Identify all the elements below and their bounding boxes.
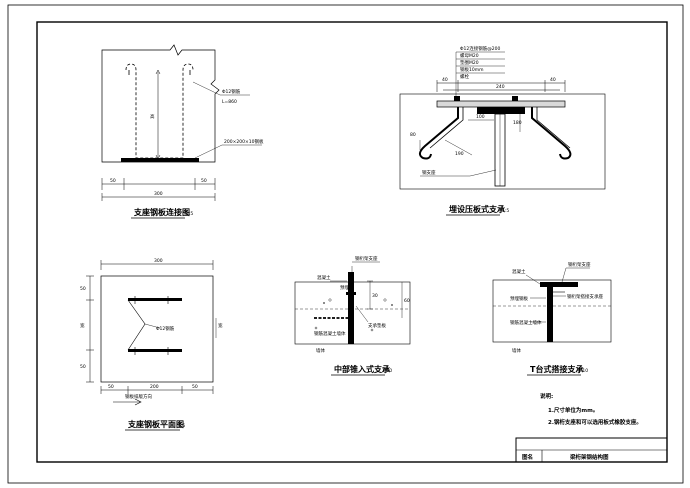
- leader-label-2: 螺母M20: [460, 52, 479, 59]
- plan-dim-bottom-50-right: 50: [192, 384, 198, 390]
- view-t-shelf-support: 钢桁架支座 混凝土 预埋钢板 钢桁架搭接支承座 钢筋混凝土墙体 墙体 T台式搭接…: [492, 261, 612, 376]
- caption-plate-plan: 支座钢板平面图: [127, 419, 184, 429]
- leader-label-3: 垫圈M20: [460, 59, 479, 66]
- dim-100: 100: [476, 114, 485, 120]
- dim-top-40-right: 40: [550, 77, 556, 83]
- plan-dim-bottom-200: 200: [150, 384, 159, 390]
- plan-dim-300: 300: [154, 258, 163, 264]
- dim-190: 190: [455, 151, 464, 157]
- mid-label-rc-wall: 钢筋混凝土墙体: [314, 330, 346, 337]
- t-label-rc-wall: 钢筋混凝土墙体: [510, 319, 542, 326]
- plan-dim-left-50-bottom: 50: [80, 364, 86, 370]
- view-plate-plan: Φ12钢筋 300 50 200 50 50 50 宽 宽 钢板排版方向 支座钢…: [80, 258, 223, 431]
- dim-80: 80: [410, 132, 416, 138]
- dim-top-40-left: 40: [442, 77, 448, 83]
- plan-width-right: 宽: [218, 322, 223, 329]
- inner-border: [36, 21, 668, 463]
- leader-label-4: 钢板10mm: [460, 66, 484, 73]
- length-label: L=860: [222, 99, 237, 105]
- notes-heading: 说明:: [540, 392, 553, 400]
- caption-embedded-plate: 埋设压板式支承: [449, 204, 505, 214]
- mid-dim-60: 60: [404, 298, 410, 304]
- caption-middle-embedded: 中部锥入式支承: [334, 364, 390, 374]
- mid-label-steel-support: 钢桁架支座: [355, 255, 378, 262]
- view-middle-embedded-support: 30 60 钢桁架支座 混凝土 预埋件 支承垫板 钢筋混凝土墙体 墙体 中部锥入…: [294, 255, 411, 376]
- leader-label-1: Φ12连接钢筋@200: [460, 45, 500, 52]
- scale-t-shelf: 1:10: [578, 368, 588, 374]
- scale-plate-plan: 1:5: [178, 423, 185, 429]
- mid-label-concrete: 混凝土: [317, 274, 331, 281]
- title-block-label: 图名: [522, 453, 533, 461]
- title-block: 图名 梁桁架钢结构图: [515, 437, 668, 463]
- dim-240: 240: [496, 84, 505, 90]
- mid-label-wall: 墙体: [316, 347, 325, 354]
- view-plate-connection: 高 Φ12钢筋 L=860 200×200×10钢板 50 300 50 支座钢…: [101, 44, 264, 219]
- mid-label-bearing-plate: 支承垫板: [368, 322, 386, 329]
- height-label: 高: [150, 113, 155, 120]
- dim-300: 300: [154, 191, 163, 197]
- leader-label-5: 螺栓: [460, 73, 469, 80]
- outer-border: [7, 4, 684, 484]
- rebar-label: Φ12钢筋: [222, 88, 241, 95]
- dim-50-left: 50: [110, 178, 116, 184]
- plan-bottom-label: 钢板排版方向: [125, 393, 152, 400]
- note-2: 2.钢桁支座和可以选用板式橡胶支座。: [548, 418, 642, 426]
- title-block-name: 梁桁架钢结构图: [569, 453, 609, 461]
- t-label-embedded-plate: 预埋钢板: [510, 295, 528, 302]
- scale-middle-embedded: 1:10: [382, 368, 392, 374]
- view-embedded-plate-support: 40 40 240 100 180 80 190 Φ12连接钢筋@200 螺母M…: [399, 45, 606, 216]
- t-label-steel-support: 钢桁架支座: [568, 261, 591, 268]
- t-label-concrete: 混凝土: [512, 268, 526, 275]
- dim-50-right: 50: [201, 178, 207, 184]
- dim-180: 180: [513, 120, 522, 126]
- plan-width-left: 宽: [80, 322, 85, 329]
- plan-dim-bottom-50-left: 50: [108, 384, 114, 390]
- scale-embedded-plate: 1:5: [502, 208, 509, 214]
- note-1: 1.尺寸单位为mm。: [548, 406, 598, 414]
- scale-plate-connection: 1:5: [186, 211, 193, 217]
- notes: 说明: 1.尺寸单位为mm。 2.钢桁支座和可以选用板式橡胶支座。: [540, 392, 642, 426]
- t-label-lap-seat: 钢桁架搭接支承座: [567, 293, 603, 300]
- t-label-wall: 墙体: [512, 347, 521, 354]
- plan-dim-left-50-top: 50: [80, 286, 86, 292]
- mid-label-embedded: 预埋件: [340, 284, 354, 291]
- plan-rebar-label: Φ12钢筋: [156, 325, 175, 332]
- caption-plate-connection: 支座钢板连接图: [133, 207, 190, 217]
- caption-t-shelf: T台式搭接支承: [530, 364, 583, 374]
- plate-label: 200×200×10钢板: [224, 138, 264, 145]
- mid-dim-30: 30: [372, 293, 378, 299]
- steel-support-label: 钢支座: [422, 169, 436, 176]
